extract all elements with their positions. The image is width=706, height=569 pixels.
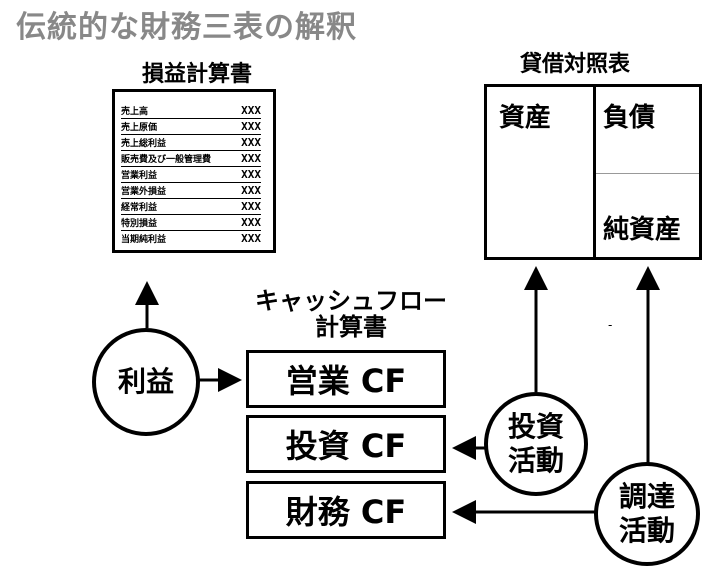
income-statement-row: 営業利益 XXX — [121, 166, 261, 183]
row-label: 特別損益 — [121, 218, 158, 229]
row-value: XXX — [241, 167, 261, 181]
balance-sheet-liabilities-divider — [596, 173, 699, 174]
row-label: 売上原価 — [121, 122, 158, 133]
row-value: XXX — [241, 103, 261, 117]
financing-activity-circle: 調達 活動 — [594, 462, 700, 566]
row-value: XXX — [241, 231, 261, 245]
row-label: 売上総利益 — [121, 138, 167, 149]
row-label: 売上高 — [121, 106, 149, 117]
investing-activity-line1: 投資 — [507, 410, 564, 443]
income-statement-row: 売上総利益 XXX — [121, 134, 261, 151]
row-value: XXX — [241, 199, 261, 213]
balance-sheet-divider — [593, 87, 596, 257]
cash-flow-title-line2: 計算書 — [315, 313, 387, 341]
financing-activity-line1: 調達 — [618, 480, 675, 513]
income-statement-row: 特別損益 XXX — [121, 214, 261, 231]
investing-activity-line2: 活動 — [507, 444, 564, 477]
row-value: XXX — [241, 215, 261, 229]
row-value: XXX — [241, 183, 261, 197]
income-statement-row: 営業外損益 XXX — [121, 182, 261, 199]
income-statement-row: 経常利益 XXX — [121, 198, 261, 215]
row-value: XXX — [241, 119, 261, 133]
liabilities-label: 負債 — [603, 103, 656, 133]
financing-activity-line2: 活動 — [618, 514, 675, 547]
income-statement-row: 売上高 XXX — [121, 102, 261, 119]
net-assets-label: 純資産 — [603, 215, 682, 245]
cash-flow-title-line1: キャッシュフロー — [255, 287, 447, 315]
row-label: 営業外損益 — [121, 186, 167, 197]
row-label: 販売費及び一般管理費 — [121, 154, 212, 165]
profit-label: 利益 — [117, 365, 174, 398]
row-value: XXX — [241, 151, 261, 165]
page-title: 伝統的な財務三表の解釈 — [16, 10, 357, 45]
profit-circle: 利益 — [92, 328, 200, 436]
row-value: XXX — [241, 135, 261, 149]
income-statement-box: 売上高 XXX 売上原価 XXX 売上総利益 XXX 販売費及び一般管理費 XX… — [112, 89, 276, 253]
balance-sheet-box: 資産 負債 純資産 — [484, 84, 702, 260]
balance-sheet-title: 貸借対照表 — [520, 52, 631, 77]
investing-cf-box: 投資 CF — [246, 415, 446, 473]
income-statement-row: 当期純利益 XXX — [121, 230, 261, 246]
row-label: 営業利益 — [121, 170, 158, 181]
stray-dash: - — [608, 318, 613, 332]
cash-flow-statement-title: キャッシュフロー 計算書 — [236, 288, 466, 340]
financing-cf-box: 財務 CF — [246, 481, 446, 539]
income-statement-row: 販売費及び一般管理費 XXX — [121, 150, 261, 167]
income-statement-row: 売上原価 XXX — [121, 118, 261, 135]
income-statement-title: 損益計算書 — [141, 62, 252, 87]
operating-cf-box: 営業 CF — [246, 350, 446, 408]
row-label: 経常利益 — [121, 202, 158, 213]
investing-activity-circle: 投資 活動 — [484, 392, 588, 496]
row-label: 当期純利益 — [121, 234, 167, 245]
assets-label: 資産 — [499, 103, 552, 133]
